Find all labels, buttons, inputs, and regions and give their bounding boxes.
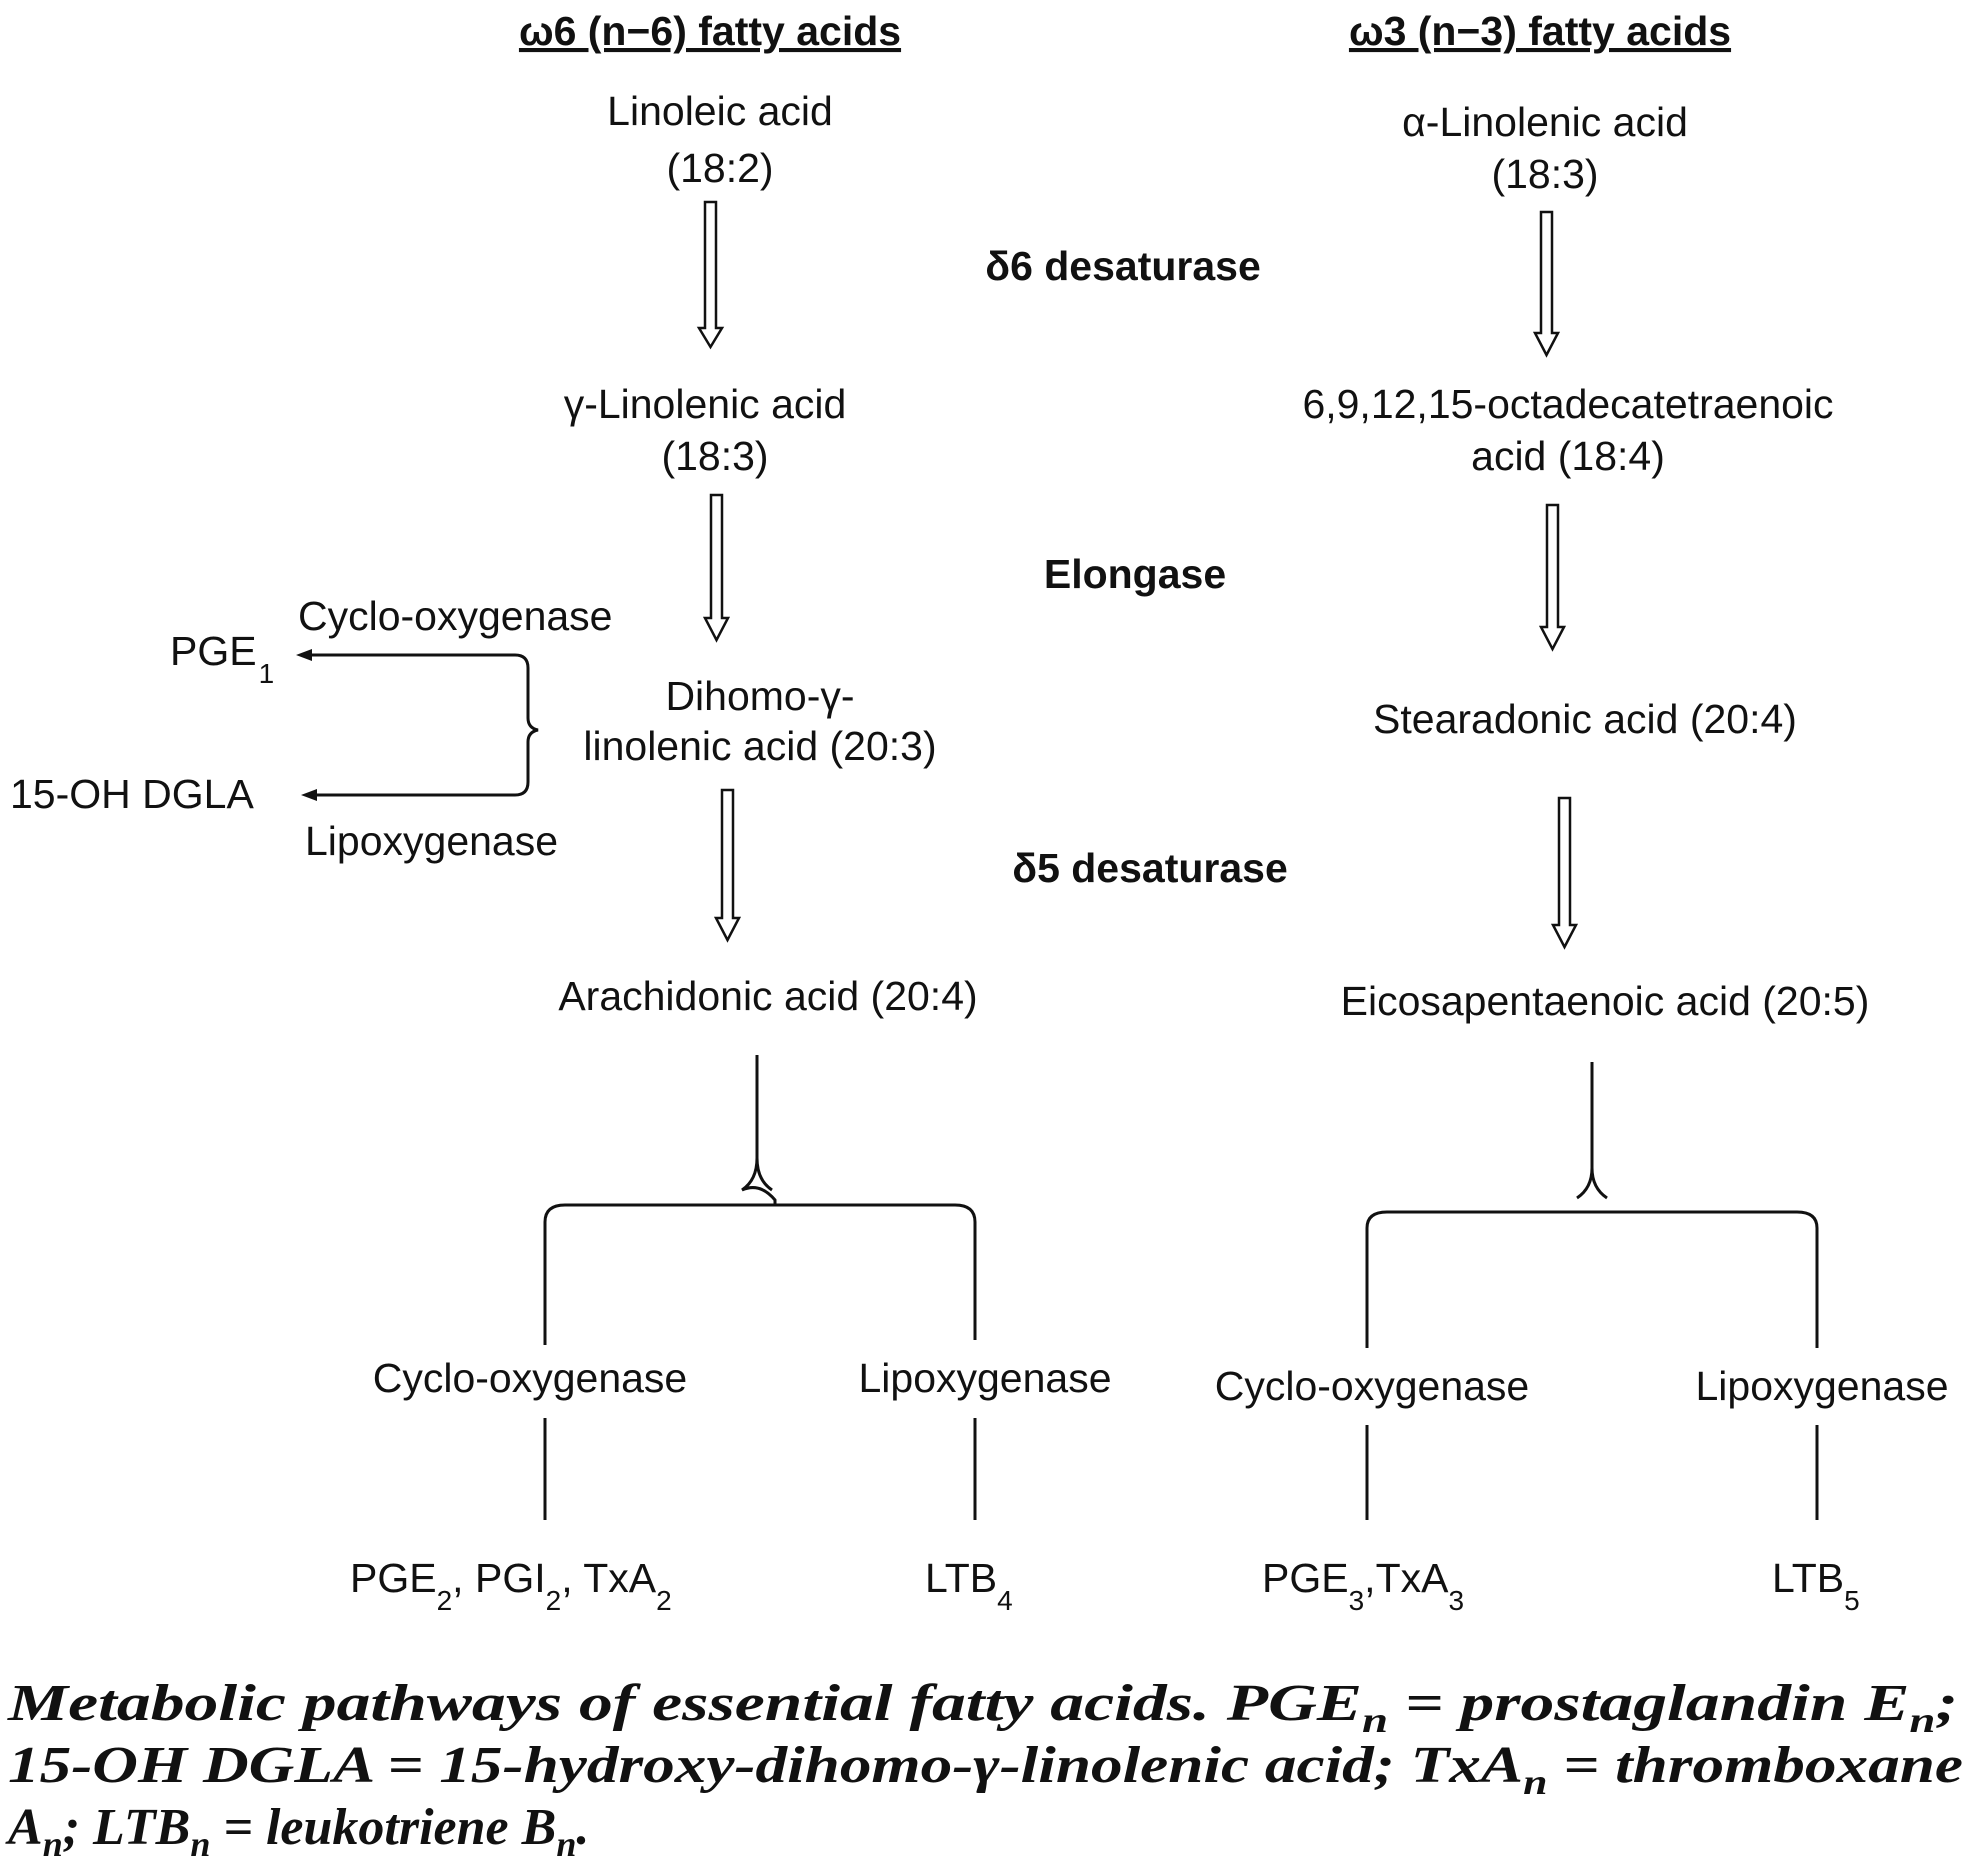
linoleic-acid-name: Linoleic acid (607, 88, 833, 134)
dgla-branch-connector (296, 649, 539, 801)
octa-line2: acid (18:4) (1471, 433, 1665, 479)
octa-line1: 6,9,12,15-octadecatetraenoic (1302, 381, 1833, 427)
enzyme-d5-desaturase: δ5 desaturase (1012, 845, 1288, 891)
linoleic-acid-formula: (18:2) (666, 145, 773, 191)
ala-formula: (18:3) (1491, 151, 1598, 197)
header-omega3: ω3 (n−3) fatty acids (1349, 8, 1731, 54)
gla-name: γ-Linolenic acid (564, 381, 847, 427)
epa-acid: Eicosapentaenoic acid (20:5) (1341, 978, 1870, 1024)
omega3-lox-label: Lipoxygenase (1695, 1363, 1948, 1409)
omega6-lox-products: LTB4 (925, 1555, 1013, 1616)
dgla-line2: linolenic acid (20:3) (583, 723, 936, 769)
arrow-linoleic-to-gla (696, 200, 725, 350)
caption-line-1: Metabolic pathways of essential fatty ac… (7, 1675, 1958, 1740)
side-lipoxygenase: Lipoxygenase (305, 818, 558, 864)
stearadonic-acid: Stearadonic acid (20:4) (1373, 696, 1797, 742)
omega3-lox-products: LTB5 (1772, 1555, 1860, 1616)
side-cyclo-oxygenase: Cyclo-oxygenase (298, 593, 613, 639)
omega3-split-connector (1365, 1062, 1819, 1520)
arrow-dgla-to-arachidonic (713, 788, 742, 943)
omega6-lox-label: Lipoxygenase (858, 1355, 1111, 1401)
pge1-label: PGE1 (170, 628, 274, 689)
omega6-split-connector (543, 1055, 977, 1520)
gla-formula: (18:3) (661, 433, 768, 479)
arrow-gla-to-dgla (702, 493, 731, 643)
caption-line-3: An; LTBn = leukotriene Bn. (5, 1799, 589, 1863)
ala-name: α-Linolenic acid (1402, 99, 1688, 145)
omega3-cox-label: Cyclo-oxygenase (1215, 1363, 1530, 1409)
dgla-line1: Dihomo-γ- (665, 673, 854, 719)
arachidonic-acid: Arachidonic acid (20:4) (558, 973, 977, 1019)
omega6-cox-products: PGE2, PGI2, TxA2 (350, 1555, 672, 1616)
omega3-cox-products: PGE3,TxA3 (1262, 1555, 1464, 1616)
arrow-stearadonic-to-epa (1550, 796, 1579, 950)
arrow-octa-to-stearadonic (1538, 503, 1567, 652)
caption-line-2: 15-OH DGLA = 15-hydroxy-dihomo-γ-linolen… (8, 1737, 1963, 1802)
arrow-ala-to-octa (1532, 210, 1561, 358)
omega6-cox-label: Cyclo-oxygenase (373, 1355, 688, 1401)
enzyme-elongase: Elongase (1044, 551, 1226, 597)
enzyme-d6-desaturase: δ6 desaturase (985, 243, 1261, 289)
dgla15-label: 15-OH DGLA (10, 771, 254, 817)
header-omega6: ω6 (n−6) fatty acids (519, 8, 901, 54)
